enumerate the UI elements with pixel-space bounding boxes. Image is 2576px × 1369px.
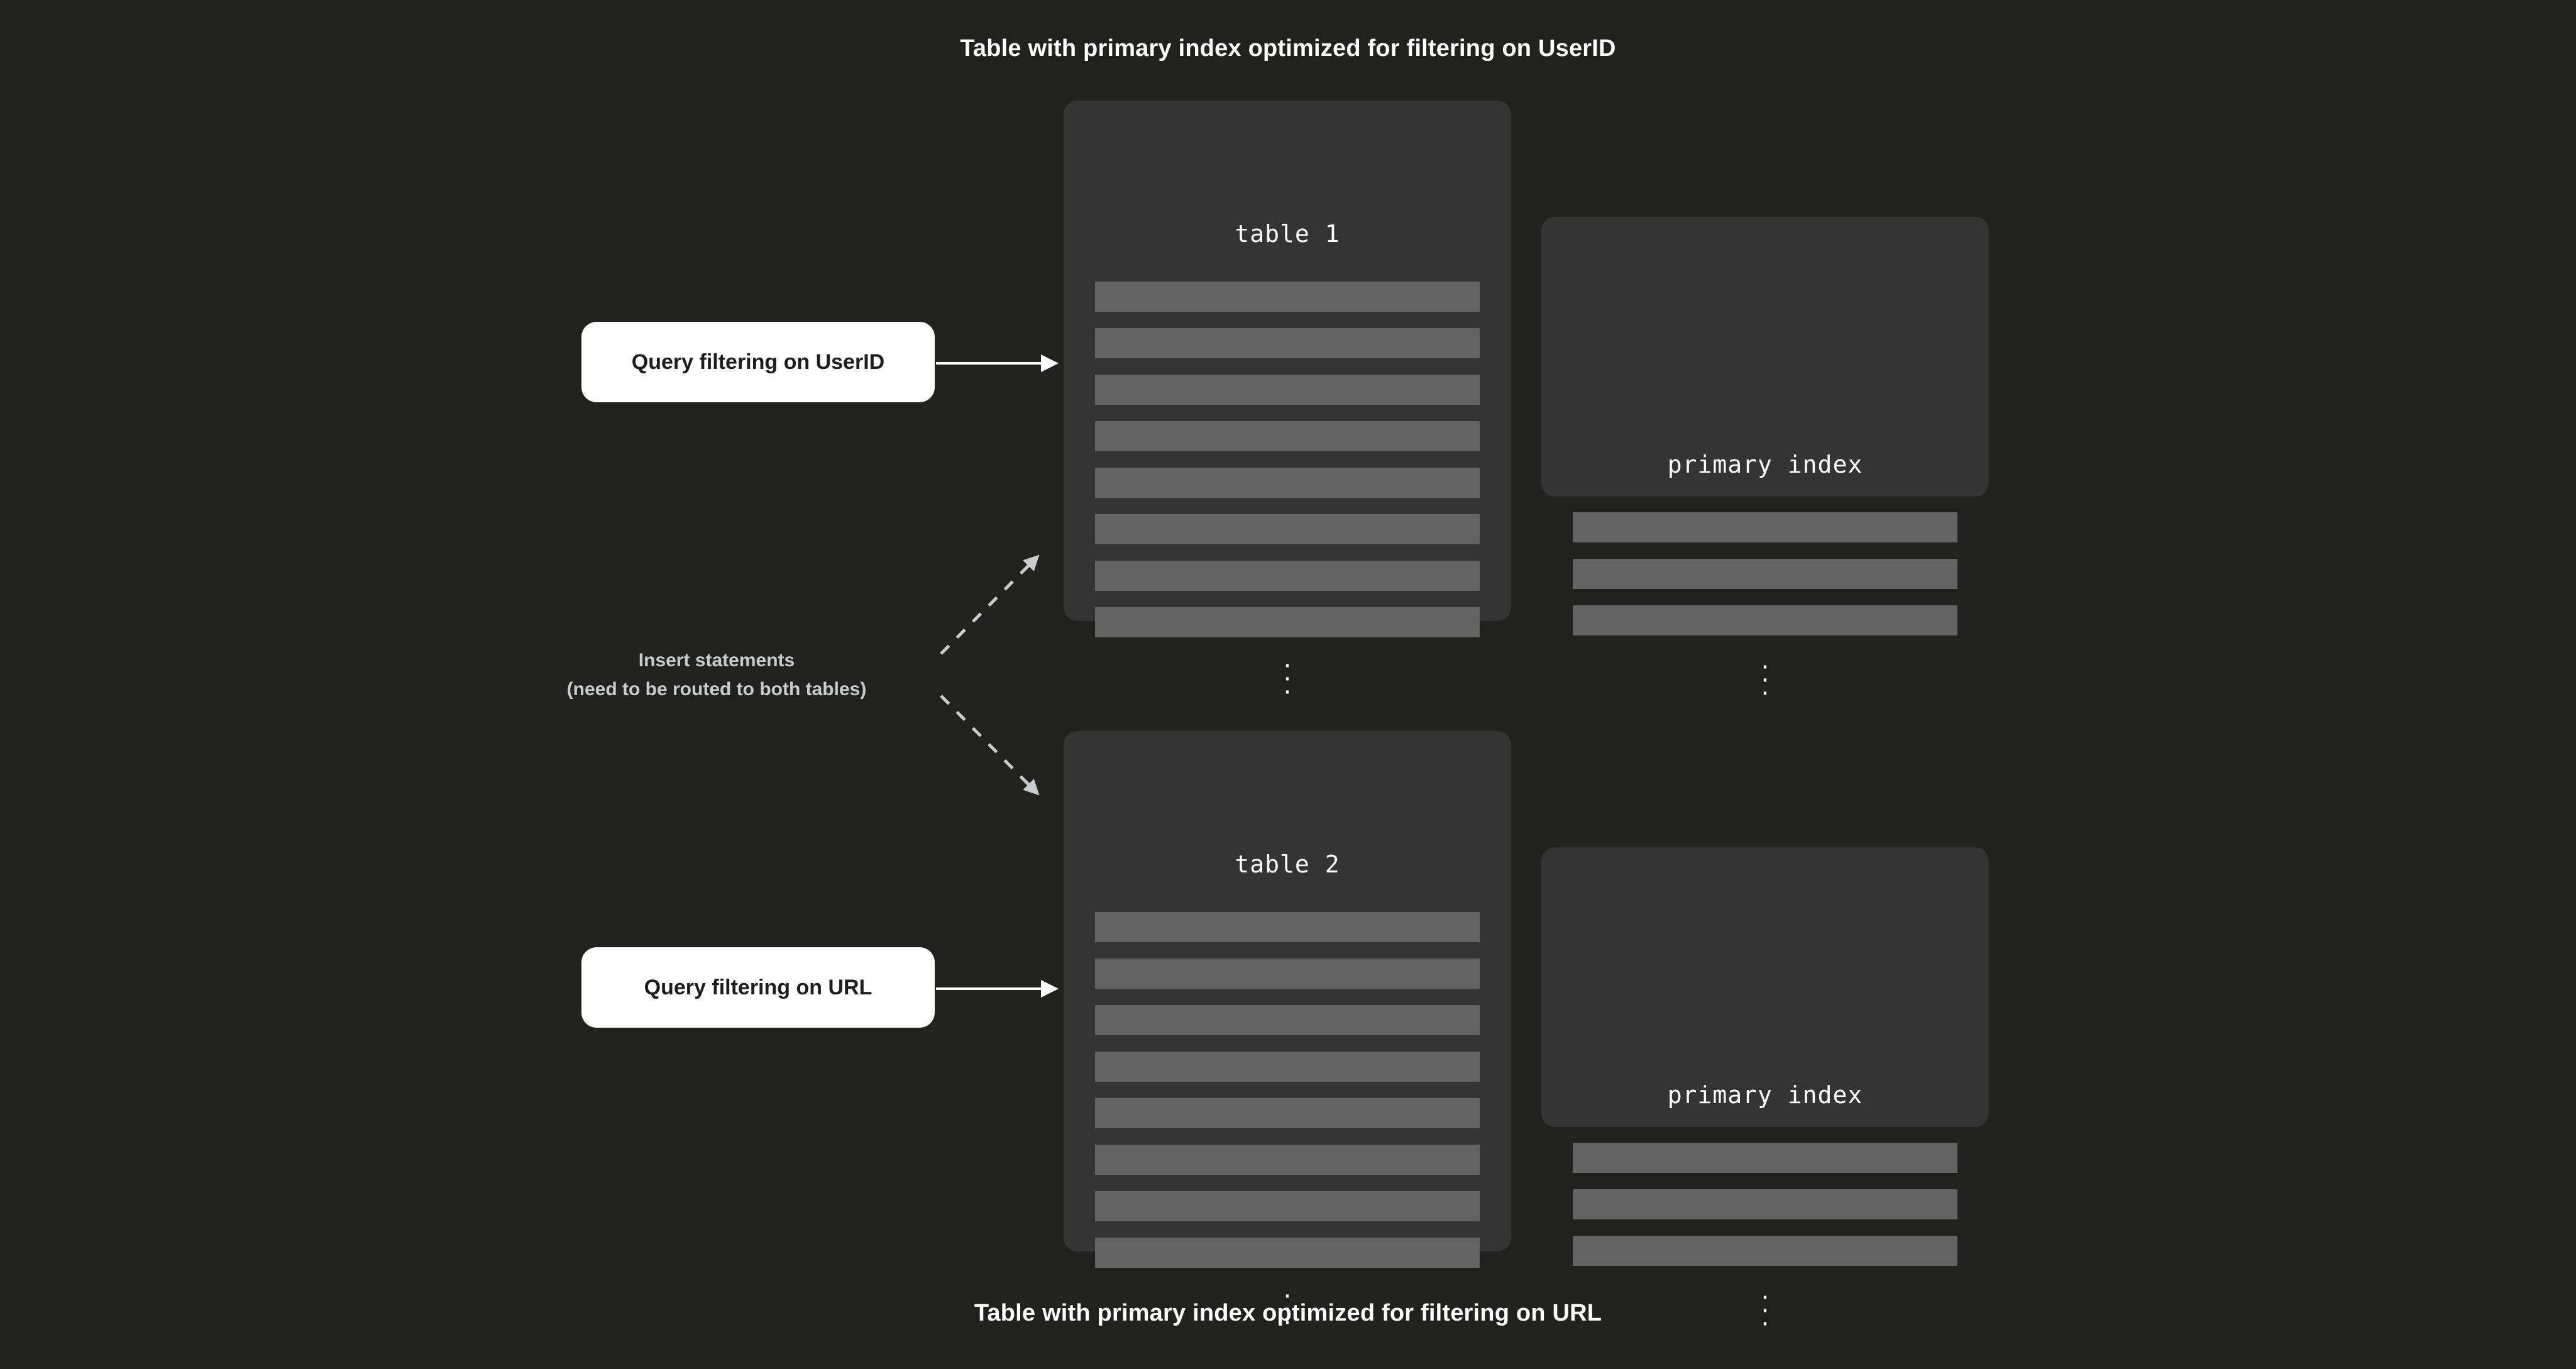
- table-1-rows: [1064, 282, 1511, 654]
- bottom-section-title: Table with primary index optimized for f…: [974, 1300, 1602, 1326]
- table-2-card: table 2 ···: [1064, 731, 1511, 1334]
- table-row: [1095, 959, 1480, 989]
- query-filtering-on-url-box[interactable]: Query filtering on URL: [581, 947, 935, 1028]
- table-row: [1095, 421, 1480, 451]
- primary-index-2-title: primary index: [1667, 1081, 1863, 1109]
- table-row: [1095, 1098, 1480, 1128]
- index-row: [1573, 1189, 1957, 1219]
- table-1-title: table 1: [1235, 220, 1340, 248]
- table-2-rows: [1064, 912, 1511, 1284]
- table-row: [1095, 328, 1480, 358]
- table-2-title: table 2: [1235, 850, 1340, 878]
- table-row: [1095, 1191, 1480, 1221]
- table-row: [1095, 912, 1480, 942]
- table-row: [1095, 1005, 1480, 1035]
- primary-index-2-rows: [1541, 1143, 1989, 1282]
- insert-statements-label: Insert statements (need to be routed to …: [490, 646, 943, 703]
- primary-index-1-card: primary index ···: [1541, 217, 1989, 705]
- query-filtering-on-userid-box[interactable]: Query filtering on UserID: [581, 322, 935, 402]
- arrow-insert-to-table-2: [940, 695, 1040, 796]
- table-row: [1095, 1052, 1480, 1082]
- table-row: [1095, 514, 1480, 544]
- table-row: [1095, 375, 1480, 405]
- table-row: [1095, 1238, 1480, 1268]
- table-2-ellipsis-icon: ···: [1280, 1284, 1294, 1336]
- primary-index-1-rows: [1541, 512, 1989, 652]
- primary-index-2-card: primary index ···: [1541, 847, 1989, 1335]
- arrow-insert-to-table-1: [940, 554, 1040, 655]
- index-row: [1573, 1236, 1957, 1266]
- primary-index-1-ellipsis-icon: ···: [1758, 655, 1772, 707]
- index-row: [1573, 559, 1957, 589]
- primary-index-1-title: primary index: [1667, 451, 1863, 478]
- table-row: [1095, 468, 1480, 498]
- table-1-card: table 1 ···: [1064, 101, 1511, 703]
- primary-index-2-ellipsis-icon: ···: [1758, 1285, 1772, 1338]
- index-row: [1573, 512, 1957, 542]
- table-row: [1095, 282, 1480, 312]
- insert-statements-line-2: (need to be routed to both tables): [566, 678, 867, 700]
- table-row: [1095, 607, 1480, 637]
- table-1-ellipsis-icon: ···: [1280, 654, 1294, 706]
- index-row: [1573, 1143, 1957, 1173]
- index-row: [1573, 605, 1957, 635]
- table-row: [1095, 561, 1480, 591]
- insert-statements-line-1: Insert statements: [638, 650, 795, 671]
- top-section-title: Table with primary index optimized for f…: [960, 35, 1616, 62]
- table-row: [1095, 1145, 1480, 1175]
